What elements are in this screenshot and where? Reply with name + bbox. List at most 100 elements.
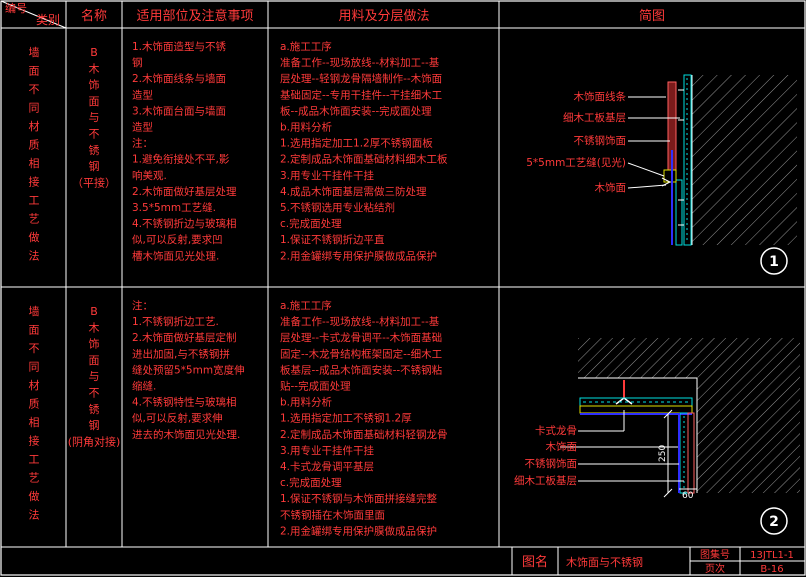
category-char: 材	[29, 119, 40, 133]
row1-method: a.施工工序准备工作--现场放线--材料加工--基层处理--轻钢龙骨隔墙制作--…	[280, 40, 448, 262]
sketch1-label: 木饰面	[595, 181, 627, 194]
category-char: 不	[29, 342, 40, 355]
header-bianhao: 编号	[5, 1, 27, 15]
leader-4	[627, 162, 665, 177]
leader-5	[627, 184, 667, 189]
fixings	[678, 89, 684, 226]
name-char: 不	[89, 387, 100, 400]
name-char: 不	[89, 128, 100, 141]
footer-tujihao: 13JTL1-1	[750, 550, 794, 561]
title-block: 图名 木饰面与不锈钢 图集号 13JTL1-1 页次 B-16	[511, 547, 805, 575]
method-line: 5.不锈钢选用专业粘结剂	[280, 201, 395, 214]
method-line: 贴--完成面处理	[280, 380, 351, 393]
method-line: 1.保证不锈钢与木饰面拼接缝完整	[280, 492, 438, 505]
method-line: a.施工工序	[280, 40, 332, 53]
method-line: 层处理--卡式龙骨调平--木饰面基础	[280, 331, 442, 344]
note-line: 4.不锈钢折边与玻璃相	[132, 217, 237, 230]
method-line: 2.用金罐绑专用保护膜做成品保护	[280, 524, 437, 537]
header-diagonal	[0, 0, 67, 29]
note-line: 2.木饰面做好基层处理	[132, 185, 237, 198]
sketch1-label: 5*5mm工艺缝(见光)	[526, 156, 626, 169]
row1-notes: 1.木饰面造型与不锈钢2.木饰面线条与墙面造型3.木饰面台面与墙面造型注：1.避…	[132, 40, 237, 262]
note-line: 槽木饰面见光处理.	[132, 249, 219, 262]
category-char: 质	[29, 398, 40, 411]
note-line: 似,可以反射,要求凹	[132, 233, 223, 246]
footer-yeci: B-16	[760, 564, 783, 575]
name-char: 钢	[89, 419, 100, 432]
note-line: 造型	[132, 121, 153, 134]
note-line: 2.木饰面做好基层定制	[132, 331, 237, 344]
method-line: a.施工工序	[280, 299, 332, 312]
header-mingcheng: 名称	[81, 8, 107, 24]
method-line: 1.选用指定加工1.2厚不锈钢面板	[280, 137, 433, 150]
dim-60-text: 60	[682, 491, 694, 501]
note-line: 进去的木饰面见光处理.	[132, 428, 240, 441]
category-char: 同	[29, 361, 40, 374]
name-char: 锈	[89, 144, 100, 157]
ceiling-hatch	[578, 338, 800, 378]
category-char: 工	[29, 453, 40, 466]
name-char: 面	[89, 95, 100, 108]
layer-board	[683, 74, 692, 246]
name-char: 饰	[89, 337, 100, 351]
name-suffix: （平接）	[72, 176, 116, 189]
sketch1-label: 木饰面线条	[574, 90, 627, 103]
method-line: b.用料分析	[280, 121, 333, 134]
method-line: 固定--木龙骨结构框架固定--细木工	[280, 347, 442, 360]
sketch2-label: 木饰面	[546, 440, 578, 453]
method-line: 3.用专业干挂件干挂	[280, 169, 375, 182]
footer-tuming-label: 图名	[522, 554, 548, 570]
note-line: 2.木饰面线条与墙面	[132, 72, 226, 85]
method-line: b.用料分析	[280, 396, 333, 409]
method-line: 1.选用指定加工不锈钢1.2厚	[280, 412, 412, 425]
footer-tujihao-label: 图集号	[700, 548, 730, 561]
header-jiantu: 简图	[639, 8, 665, 24]
name-char: 面	[89, 354, 100, 367]
detail-badge-2-text: 2	[769, 514, 779, 530]
wood-ceiling	[579, 405, 693, 414]
method-line: 2.定制成品木饰面基础材料轻钢龙骨	[280, 428, 448, 441]
note-line: 注：	[132, 299, 153, 312]
category-char: 相	[29, 157, 40, 170]
name-char: 与	[89, 370, 100, 383]
category-char: 做	[29, 489, 40, 503]
note-line: 3.5*5mm工艺缝.	[132, 201, 216, 214]
dim-250-ticks	[663, 409, 673, 498]
name-char: B	[90, 305, 98, 318]
hanger-clip	[615, 397, 633, 405]
name-char: 锈	[89, 403, 100, 416]
method-line: 4.卡式龙骨调平基层	[280, 460, 374, 473]
wall-hatch	[692, 75, 797, 245]
category-char: 面	[29, 65, 40, 78]
method-line: 层处理--轻钢龙骨隔墙制作--木饰面	[280, 72, 442, 85]
method-line: 基础固定--专用干挂件--干挂细木工	[280, 88, 442, 101]
note-line: 钢	[132, 56, 143, 69]
category-char: 同	[29, 102, 40, 115]
sketch2-label: 卡式龙骨	[535, 424, 577, 437]
method-line: 4.成品木饰面基层需做三防处理	[280, 185, 427, 198]
category-char: 质	[29, 139, 40, 152]
category-char: 做	[29, 230, 40, 244]
header-leibie: 类别	[36, 13, 60, 27]
method-line: c.完成面处理	[280, 476, 342, 489]
category-char: 接	[29, 435, 40, 448]
note-line: 1.木饰面造型与不锈	[132, 40, 227, 53]
method-line: 不锈钢插在木饰面里面	[280, 508, 385, 521]
note-line: 3.木饰面台面与墙面	[132, 104, 226, 117]
method-line: 3.用专业干挂件干挂	[280, 444, 375, 457]
wall-wood-2	[687, 412, 695, 494]
note-line: 似,可以反射,要求伸	[132, 412, 223, 425]
header-yongliao: 用料及分层做法	[338, 9, 429, 24]
method-line: c.完成面处理	[280, 217, 342, 230]
note-line: 1.避免衔接处不平,影	[132, 153, 230, 166]
name-char: B	[90, 46, 98, 59]
dim-250-text: 250	[658, 445, 668, 462]
note-line: 响美观.	[132, 169, 167, 182]
header-buwei: 适用部位及注意事项	[136, 8, 253, 24]
